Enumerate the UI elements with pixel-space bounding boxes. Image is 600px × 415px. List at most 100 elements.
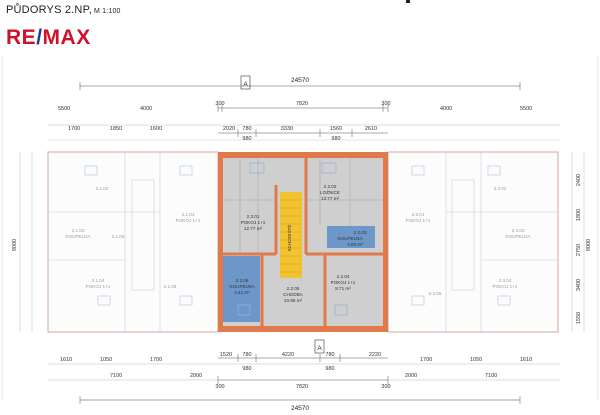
right-unit (387, 151, 559, 333)
right-room-2-3-01-name: POKOJ 1+1 (406, 218, 431, 223)
dim-top-3-2: 3330 (281, 126, 293, 132)
room-2-2-03-area: 3.60 m² (347, 242, 363, 247)
room-2-2-03-id: 2.2.03 (354, 230, 367, 235)
section-mark-top: A (240, 75, 251, 90)
right-room-2-3-03: 2.3.03 (512, 228, 525, 233)
room-2-2-01-id: 2.2.01 (247, 214, 260, 219)
dim-left-top2-1: 4000 (140, 106, 152, 112)
left-windows (84, 165, 193, 306)
dim-right-side: 9000 (586, 239, 592, 251)
dim-left-top-1: 1850 (110, 126, 122, 132)
remax-logo: RE/MAX (6, 26, 91, 50)
room-2-2-05-name: CHODBA (283, 292, 304, 297)
dim-bot-2-3: 780 (325, 352, 334, 358)
dim-total-top: 24570 (291, 77, 309, 84)
room-2-2-04-id: 2.2.04 (337, 274, 350, 279)
dim-left-bot2-0: 1610 (60, 357, 72, 363)
plan-title: PŮDORYS 2.NP,M 1:100 (6, 4, 121, 16)
room-2-2-06-name: KOUPELNA (229, 284, 255, 289)
dim-top-2-0: 300 (215, 101, 224, 107)
room-2-2-02-id: 2.2.02 (324, 184, 337, 189)
room-2-2-05-area: 10.98 m² (284, 298, 303, 303)
dim-left-bot2-2: 1700 (150, 357, 162, 363)
dim-top-3-1: 780 (242, 126, 251, 132)
center-unit (218, 152, 388, 332)
section-label-top: A (243, 81, 248, 88)
dim-top-3-4: 2610 (365, 126, 377, 132)
side-dims (19, 152, 585, 332)
right-room-2-3-05: 2.3.05 (429, 291, 442, 296)
room-2-2-02-area: 13.77 m² (321, 196, 340, 201)
dim-side-2: 2750 (576, 244, 582, 256)
left-room-2-1-05: 2.1.05 (112, 234, 125, 239)
room-2-2-03-name: KOUPELNA (337, 236, 363, 241)
dim-top-3-0: 2020 (223, 126, 235, 132)
room-2-2-06-area: 4.41 m² (234, 290, 250, 295)
plan-title-text: PŮDORYS 2.NP, (6, 4, 92, 16)
dim-top-2-1: 7820 (296, 101, 308, 107)
dim-left-bot-1: 2000 (190, 373, 202, 379)
dim-bot-2-0: 1520 (220, 352, 232, 358)
dim-right-bot-1: 7100 (485, 373, 497, 379)
dimensions-bottom (48, 354, 560, 404)
dim-left-top2-0: 5500 (58, 106, 70, 112)
dimensions-top (48, 82, 560, 141)
dim-right-bot2-0: 1700 (420, 357, 432, 363)
dim-bot-3-1: 7820 (296, 384, 308, 390)
right-room-2-3-03-name: KOUPELNA (505, 234, 531, 239)
dim-left-top-0: 1700 (68, 126, 80, 132)
dim-top-3b-0: 980 (242, 136, 251, 142)
dim-top-3b-1: 980 (331, 136, 340, 142)
corner-mark (406, 0, 410, 3)
room-2-2-02-name: LOŽNICE (320, 188, 340, 195)
logo-re: RE (6, 26, 37, 49)
left-room-2-1-04: 2.1.04 (92, 278, 105, 283)
dim-bot-3-2: 300 (381, 384, 390, 390)
left-room-2-1-02: 2.1.02 (96, 186, 109, 191)
dim-right-bot2-1: 1050 (470, 357, 482, 363)
section-label-bottom: A (317, 345, 322, 352)
logo-slash: / (36, 26, 43, 49)
room-bathroom-2-2-06 (223, 256, 260, 322)
dim-side-1: 1800 (576, 209, 582, 221)
left-room-2-1-01-name: POKOJ 1+1 (176, 218, 201, 223)
dim-right-top-1: 5500 (520, 106, 532, 112)
left-room-2-1-03: 2.1.03 (72, 228, 85, 233)
right-room-2-3-02: 2.3.02 (494, 186, 507, 191)
dim-left-side: 9000 (12, 239, 18, 251)
dim-left-bot2-1: 1050 (100, 357, 112, 363)
dim-right-bot2-2: 1610 (520, 357, 532, 363)
room-2-2-01-area: 12.77 m² (244, 226, 263, 231)
right-room-2-3-04: 2.3.04 (499, 278, 512, 283)
left-room-2-1-01: 2.1.01 (182, 212, 195, 217)
dim-bot-2-2: 4220 (282, 352, 294, 358)
center-windows (237, 162, 348, 316)
room-2-2-06-id: 2.2.06 (236, 278, 249, 283)
stair-treads (280, 199, 302, 273)
right-room-2-3-01: 2.3.01 (412, 212, 425, 217)
room-bathroom-2-2-03 (327, 226, 375, 248)
dim-bot-2-4: 2220 (369, 352, 381, 358)
left-room-2-1-04-name: POKOJ 1+1 (86, 284, 111, 289)
dim-total-bottom: 24570 (291, 405, 309, 412)
dim-side-4: 1550 (576, 312, 582, 324)
logo-max: MAX (42, 26, 91, 49)
left-unit (47, 151, 219, 333)
section-mark-bottom: A (314, 339, 325, 354)
dim-left-top-2: 1600 (150, 126, 162, 132)
room-2-2-05-id: 2.2.05 (287, 286, 300, 291)
dim-left-bot-0: 7100 (110, 373, 122, 379)
grid-hatch (223, 158, 383, 254)
room-2-2-04-area: 8.71 m² (335, 286, 351, 291)
dim-top-2-2: 300 (381, 101, 390, 107)
room-2-2-01-name: POKOJ 1+1 (241, 220, 266, 225)
dim-side-0: 2400 (576, 174, 582, 186)
left-room-2-1-03-name: KOUPELNA (65, 234, 91, 239)
dim-right-bot-0: 2000 (405, 373, 417, 379)
dim-bot-3-0: 300 (215, 384, 224, 390)
dim-bot-2b-0: 980 (242, 366, 251, 372)
dim-side-3: 3400 (576, 279, 582, 291)
dim-right-top-0: 4000 (440, 106, 452, 112)
dim-bot-2-1: 780 (242, 352, 251, 358)
left-room-2-1-06: 2.1.06 (164, 284, 177, 289)
